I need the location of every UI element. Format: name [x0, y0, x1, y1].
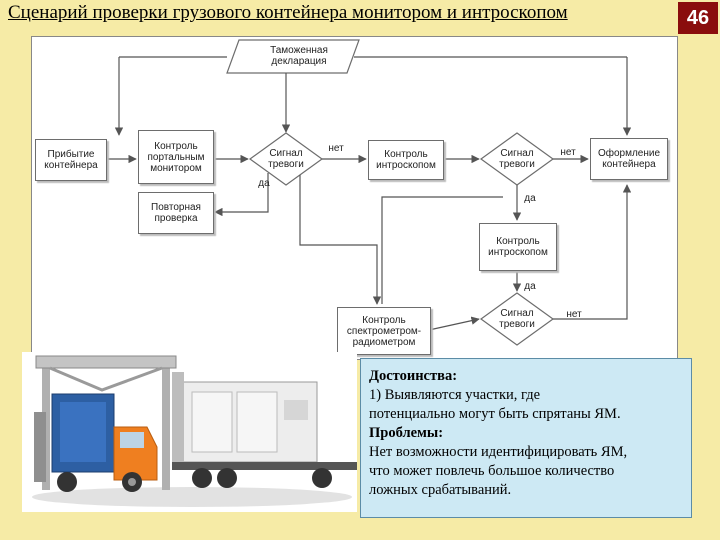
spectrometer-box: Контроль спектрометром- радиометром: [337, 307, 431, 355]
no-label-2: нет: [560, 147, 576, 158]
flowchart: Таможенная декларация Прибытие контейнер…: [31, 36, 678, 360]
page-number: 46: [678, 2, 718, 34]
yes-label-1: да: [258, 178, 270, 189]
no-label-3: нет: [566, 309, 582, 320]
alarm-diamond-3: [479, 292, 555, 346]
flowchart-connectors: [107, 39, 632, 346]
alarm-diamond-1: [248, 132, 324, 186]
info-box: Достоинства: 1) Выявляются участки, где …: [360, 358, 692, 518]
arrival-box: Прибытие контейнера: [35, 139, 107, 181]
introscope-box-2: Контроль интроскопом: [479, 223, 557, 271]
portal-monitor-box: Контроль портальным монитором: [138, 130, 214, 184]
registration-box: Оформление контейнера: [590, 138, 668, 180]
alarm-label-3: Сигнал тревоги: [499, 308, 535, 330]
problems-heading: Проблемы:: [369, 425, 444, 441]
customs-declaration-shape: [226, 39, 360, 74]
container-scanner-photo: [22, 352, 357, 512]
alarm-label-2: Сигнал тревоги: [499, 148, 535, 170]
introscope-box-1: Контроль интроскопом: [368, 140, 444, 180]
slide-title: Сценарий проверки грузового контейнера м…: [8, 2, 568, 23]
problems-text-2: что может повлечь большое количество: [369, 463, 615, 479]
advantages-text-1: 1) Выявляются участки, где: [369, 387, 541, 403]
yes-label-2: да: [524, 193, 536, 204]
customs-declaration-label: Таможенная декларация: [270, 45, 328, 67]
recheck-box: Повторная проверка: [138, 192, 214, 234]
advantages-text-2: потенциально могут быть спрятаны ЯМ.: [369, 406, 621, 422]
advantages-heading: Достоинства:: [369, 368, 458, 384]
problems-text-3: ложных срабатываний.: [369, 482, 512, 498]
yes-label-3: да: [524, 281, 536, 292]
no-label-1: нет: [328, 143, 344, 154]
problems-text-1: Нет возможности идентифицировать ЯМ,: [369, 444, 628, 460]
alarm-label-1: Сигнал тревоги: [268, 148, 304, 170]
